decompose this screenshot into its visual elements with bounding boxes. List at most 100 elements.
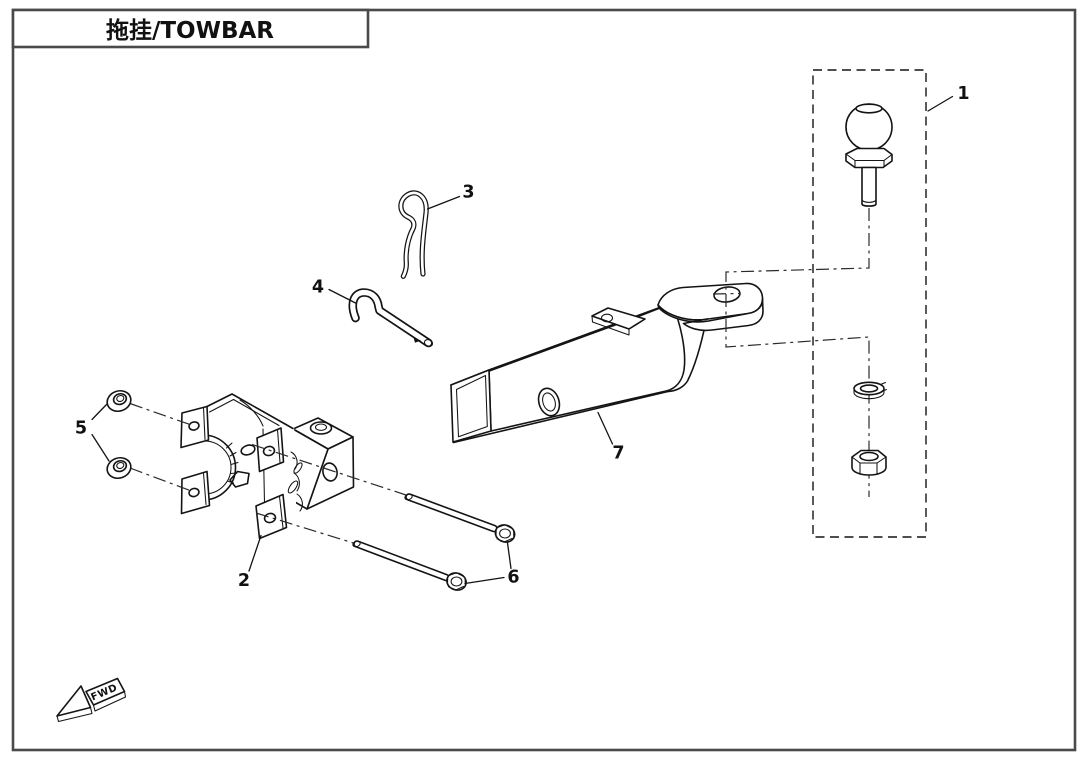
bracket-flange-lower-left bbox=[180, 470, 211, 515]
fwd-arrow-head bbox=[56, 685, 92, 717]
bracket-u-band-ticks bbox=[225, 442, 239, 484]
drawbar-chain-tab-hole bbox=[600, 313, 614, 323]
hitch-ball-flat-top bbox=[855, 103, 883, 114]
leader-7 bbox=[597, 411, 614, 445]
drawbar-neck-outline bbox=[667, 320, 707, 393]
bracket-slot-2 bbox=[293, 462, 303, 474]
bracket-flange-bottom bbox=[255, 493, 288, 540]
part-4-hitch-pin bbox=[348, 288, 434, 348]
leader-5b bbox=[91, 433, 110, 462]
bracket-flange-ul-hole bbox=[188, 421, 200, 431]
flange-nut-bottom-hole bbox=[116, 461, 125, 469]
bracket-flange-ll-hole bbox=[188, 487, 200, 498]
fwd-arrow-head-thickness bbox=[56, 706, 93, 723]
flange-nut-bottom bbox=[106, 456, 132, 480]
leader-5a bbox=[91, 403, 108, 421]
hitch-pin-tip bbox=[423, 339, 434, 347]
bolt-bottom-centerline bbox=[255, 512, 356, 545]
page-frame: 拖挂/TOWBAR bbox=[11, 8, 1077, 752]
bolt-bottom bbox=[352, 540, 467, 591]
callout-7: 7 bbox=[612, 444, 624, 464]
fwd-arrow-body-thickness bbox=[92, 690, 127, 712]
hex-nut-hole bbox=[859, 451, 879, 462]
callouts: 1 2 3 4 5 6 7 bbox=[75, 84, 970, 591]
fastener-centerlines bbox=[129, 402, 407, 545]
hitch-pin-mark bbox=[413, 337, 421, 343]
part-3-r-clip bbox=[398, 190, 429, 279]
bracket-slot-1 bbox=[287, 480, 299, 494]
leader-3 bbox=[426, 195, 461, 210]
leader-1 bbox=[927, 95, 954, 112]
callout-2: 2 bbox=[238, 571, 250, 591]
callout-6: 6 bbox=[507, 568, 519, 588]
bracket-pentagon-hole bbox=[229, 470, 250, 488]
callout-1: 1 bbox=[957, 84, 969, 104]
leader-6a bbox=[506, 542, 512, 570]
drawbar-chain-tab-thickness bbox=[591, 315, 630, 336]
bracket-flange-mid-fold bbox=[276, 428, 281, 464]
hitch-ball-collar-facets bbox=[845, 153, 893, 169]
bolt-bottom-head-collar bbox=[450, 576, 463, 587]
receiver-top-ring bbox=[309, 421, 333, 435]
leader-2 bbox=[248, 534, 262, 572]
lock-washer-hole bbox=[859, 384, 879, 393]
hitch-ball-shank bbox=[861, 166, 877, 207]
drawbar-chain-tab bbox=[591, 307, 646, 330]
part-2-mount-bracket bbox=[180, 392, 355, 540]
bracket-flange-bottom-fold bbox=[278, 495, 284, 529]
part-5-flange-nuts bbox=[106, 389, 132, 480]
bracket-flange-mid-hole bbox=[262, 445, 276, 457]
hitch-ball-shank-cap bbox=[861, 199, 877, 203]
hitch-ball-collar bbox=[845, 147, 893, 169]
bolt-top-head-collar bbox=[499, 528, 511, 539]
drawbar-front-face bbox=[450, 369, 492, 443]
leader-6b bbox=[464, 576, 505, 585]
drawbar-tube-bottom-edge bbox=[452, 390, 669, 444]
drawbar-tongue-thickness bbox=[657, 298, 764, 332]
drawbar-tube-right-face bbox=[488, 302, 686, 432]
bolt-bottom-head-facets bbox=[446, 572, 466, 591]
leader-4 bbox=[328, 288, 358, 305]
part-1-centerlines bbox=[712, 208, 870, 497]
part-7-drawbar bbox=[450, 282, 764, 444]
flange-nut-top-hole bbox=[116, 394, 125, 402]
nut-bottom-centerline bbox=[129, 467, 191, 492]
lock-washer bbox=[853, 381, 888, 400]
part-6-bolts bbox=[352, 493, 516, 591]
receiver-bolt-hole bbox=[322, 462, 338, 482]
lock-washer-split bbox=[879, 381, 888, 393]
drawbar-front-face-inner bbox=[455, 374, 488, 438]
bolt-top-tip bbox=[404, 493, 413, 501]
ball-axis-centerline bbox=[725, 208, 870, 497]
drawbar-pin-hole bbox=[537, 387, 561, 417]
bracket-u-cutout-inner bbox=[203, 440, 232, 495]
bracket-plate-fill bbox=[185, 392, 296, 508]
bracket-apex-fold bbox=[239, 399, 264, 427]
callout-4: 4 bbox=[312, 278, 324, 298]
bolt-top-head-facets bbox=[495, 524, 515, 543]
title-box bbox=[11, 8, 370, 49]
bracket-flange-ul-fold bbox=[202, 406, 206, 441]
bolt-top bbox=[404, 493, 516, 543]
bolt-top-centerline bbox=[251, 443, 407, 496]
bracket-top-arm-inner bbox=[208, 398, 280, 427]
callout-5: 5 bbox=[75, 419, 87, 439]
bracket-flange-middle bbox=[256, 427, 285, 473]
flange-nut-top bbox=[106, 389, 132, 413]
lock-washer-thickness bbox=[853, 387, 885, 400]
bracket-u-cutout-outer bbox=[202, 434, 237, 501]
fwd-direction-indicator: FWD bbox=[56, 677, 127, 723]
drawbar-pin-hole-inner bbox=[542, 392, 556, 412]
page-title: 拖挂/TOWBAR bbox=[106, 17, 274, 44]
ball-hole-center-tick bbox=[712, 292, 741, 295]
nut-top-centerline bbox=[129, 402, 191, 426]
bracket-oval-hole bbox=[240, 444, 256, 456]
callout-3: 3 bbox=[462, 183, 474, 203]
bracket-flange-ll-fold bbox=[202, 472, 207, 506]
receiver-top-ring-inner bbox=[314, 423, 328, 431]
bolt-bottom-tip bbox=[352, 540, 361, 548]
part-1-hitch-ball-assembly bbox=[845, 103, 893, 476]
bracket-flange-bottom-hole bbox=[263, 512, 277, 524]
